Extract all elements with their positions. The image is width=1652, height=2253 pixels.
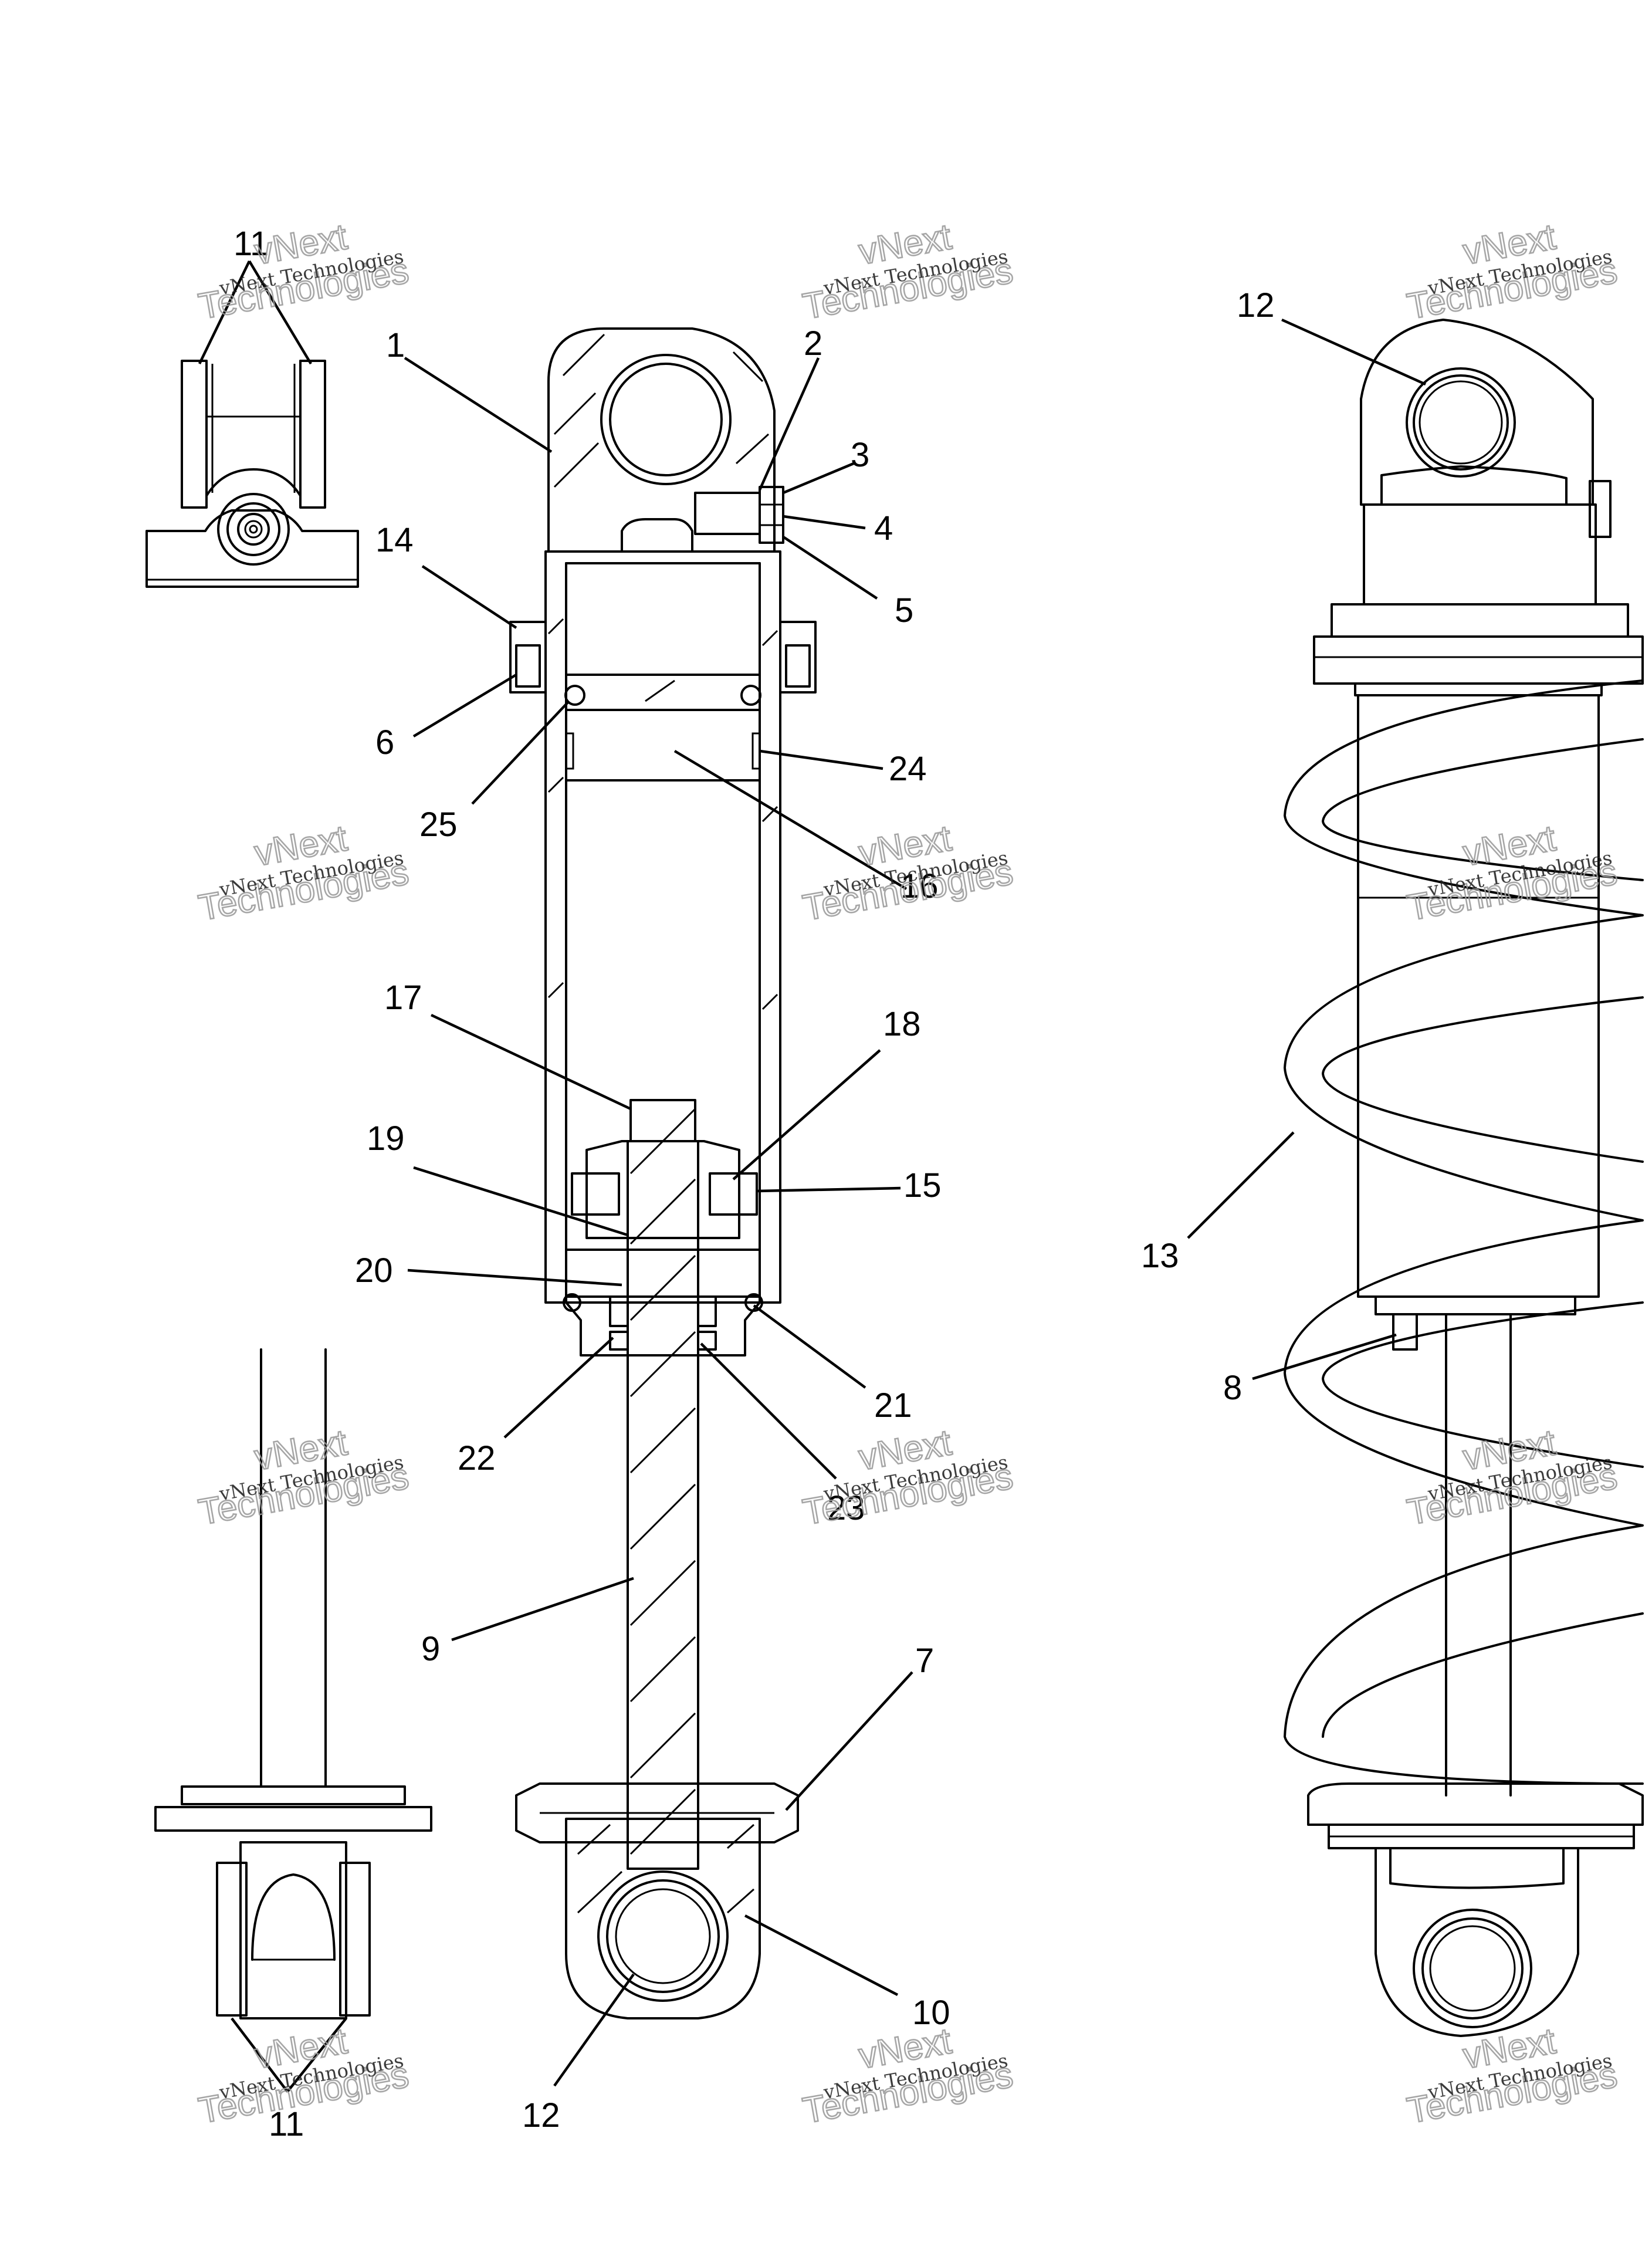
watermark: vNext Technologies vNext Technologies (799, 817, 1017, 929)
top-eye-side-view (145, 360, 359, 588)
callout-22: 22 (458, 1439, 496, 1477)
callout-5: 5 (895, 591, 913, 630)
callout-16: 16 (901, 867, 939, 905)
watermark: vNext Technologies vNext Technologies (195, 2020, 412, 2132)
callout-12-bottom-center: 12 (522, 2096, 560, 2134)
callout-14: 14 (375, 521, 414, 559)
callout-20: 20 (355, 1251, 393, 1290)
callout-25: 25 (419, 806, 458, 844)
callout-18: 18 (883, 1005, 921, 1043)
callout-12-top-right: 12 (1237, 286, 1275, 324)
callout-24: 24 (889, 750, 927, 788)
callout-3: 3 (851, 436, 869, 474)
watermark: vNext Technologies vNext Technologies (195, 216, 412, 328)
shock-exterior-view (1284, 319, 1644, 2037)
shock-cross-section (509, 327, 817, 2019)
watermark: vNext Technologies vNext Technologies (799, 1422, 1017, 1534)
leader-lines (198, 260, 1426, 2093)
callout-4: 4 (874, 509, 893, 547)
callout-11: 11 (233, 225, 269, 263)
callout-7: 7 (915, 1642, 934, 1680)
watermark: vNext Technologies vNext Technologies (195, 1422, 412, 1534)
callout-17: 17 (384, 979, 422, 1017)
callout-19: 19 (367, 1119, 405, 1158)
callout-labels: 11 1 2 3 4 5 14 6 25 24 16 17 18 19 15 2… (233, 225, 1275, 2143)
callout-13: 13 (1141, 1237, 1179, 1275)
callout-11-bottom: 11 (269, 2105, 304, 2143)
callout-10: 10 (912, 1994, 950, 2032)
bottom-eye-side-view (154, 1348, 432, 2019)
callout-6: 6 (375, 723, 394, 762)
watermark: vNext Technologies vNext Technologies (799, 2020, 1017, 2132)
callout-21: 21 (874, 1386, 912, 1425)
callout-8: 8 (1223, 1369, 1242, 1407)
callout-9: 9 (421, 1630, 440, 1668)
watermark: vNext Technologies vNext Technologies (1403, 817, 1621, 929)
callout-15: 15 (903, 1166, 942, 1205)
callout-2: 2 (804, 324, 822, 363)
callout-23: 23 (827, 1489, 865, 1527)
watermark: vNext Technologies vNext Technologies (195, 817, 412, 929)
watermark: vNext Technologies vNext Technologies (799, 216, 1017, 328)
callout-1: 1 (386, 326, 405, 364)
watermark: vNext Technologies vNext Technologies (1403, 216, 1621, 328)
